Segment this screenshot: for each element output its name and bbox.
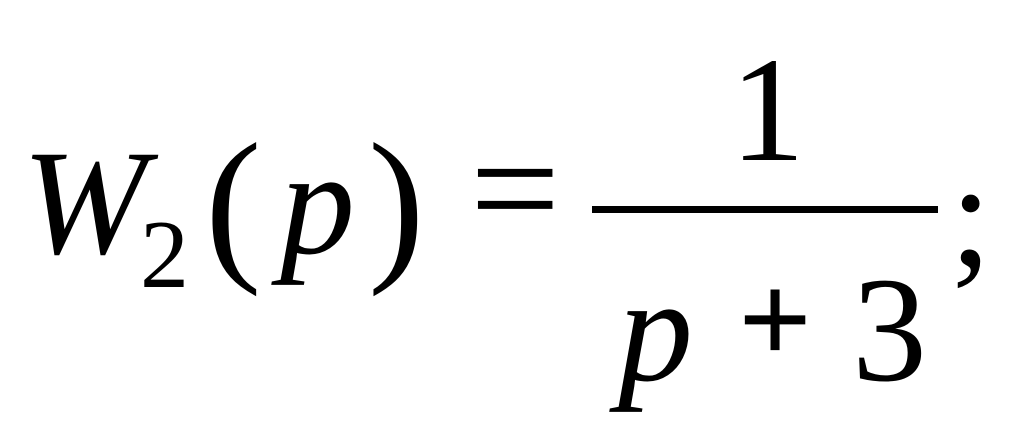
- close-parenthesis: ): [368, 109, 425, 297]
- denominator-plus-sign: +: [738, 248, 813, 392]
- fraction-numerator: 1: [730, 27, 805, 193]
- fraction-bar: [592, 206, 938, 213]
- open-parenthesis: (: [205, 109, 262, 297]
- function-subscript: 2: [140, 201, 189, 309]
- function-argument: p: [280, 120, 355, 286]
- denominator-constant: 3: [852, 247, 927, 413]
- function-name: W: [22, 120, 147, 286]
- denominator-variable: p: [618, 247, 693, 413]
- equals-sign: =: [470, 99, 561, 277]
- semicolon: ;: [950, 132, 992, 298]
